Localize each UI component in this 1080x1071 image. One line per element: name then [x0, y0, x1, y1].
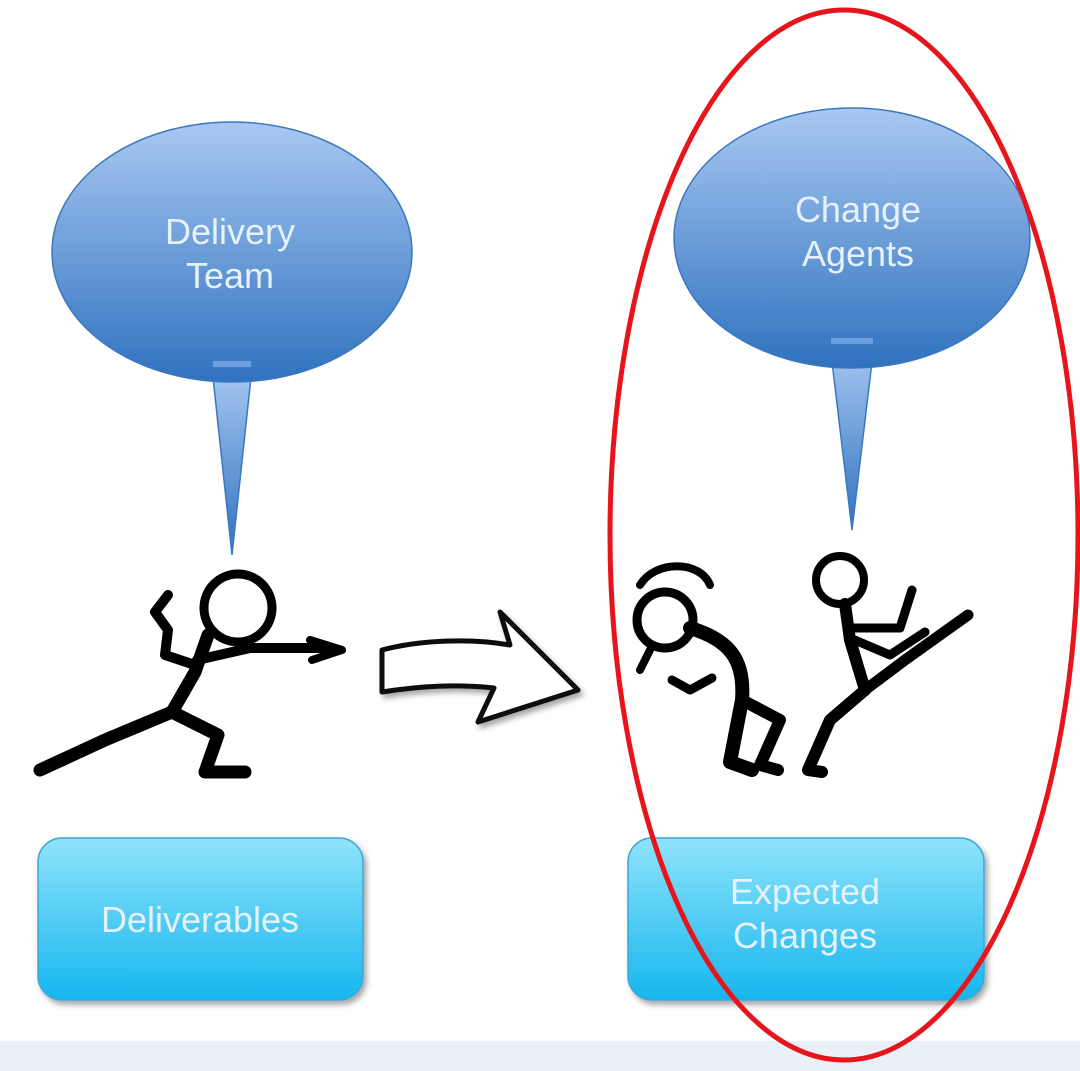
expected-changes-box [627, 837, 985, 1001]
deliverables-text: Deliverables [100, 899, 300, 940]
change-agents-label: Change Agents [738, 188, 978, 276]
dancing-stick-figures-icon [632, 552, 974, 778]
delivery-team-label: Delivery Team [110, 210, 350, 298]
expected-changes-line2: Changes [732, 915, 878, 956]
pointing-stick-figure-icon [33, 569, 346, 779]
curved-arrow-icon [379, 609, 581, 725]
change-agents-line2: Agents [801, 233, 915, 274]
delivery-team-line1: Delivery [164, 211, 296, 252]
delivery-team-line2: Team [185, 255, 275, 296]
delivery-team-callout [51, 121, 413, 556]
deliverables-label: Deliverables [40, 898, 360, 942]
change-agents-line1: Change [794, 189, 922, 230]
expected-changes-line1: Expected [729, 871, 881, 912]
highlight-ellipse [607, 7, 1080, 1063]
change-agents-callout [673, 107, 1031, 531]
deliverables-box [37, 837, 364, 1001]
expected-changes-label: Expected Changes [630, 870, 980, 958]
